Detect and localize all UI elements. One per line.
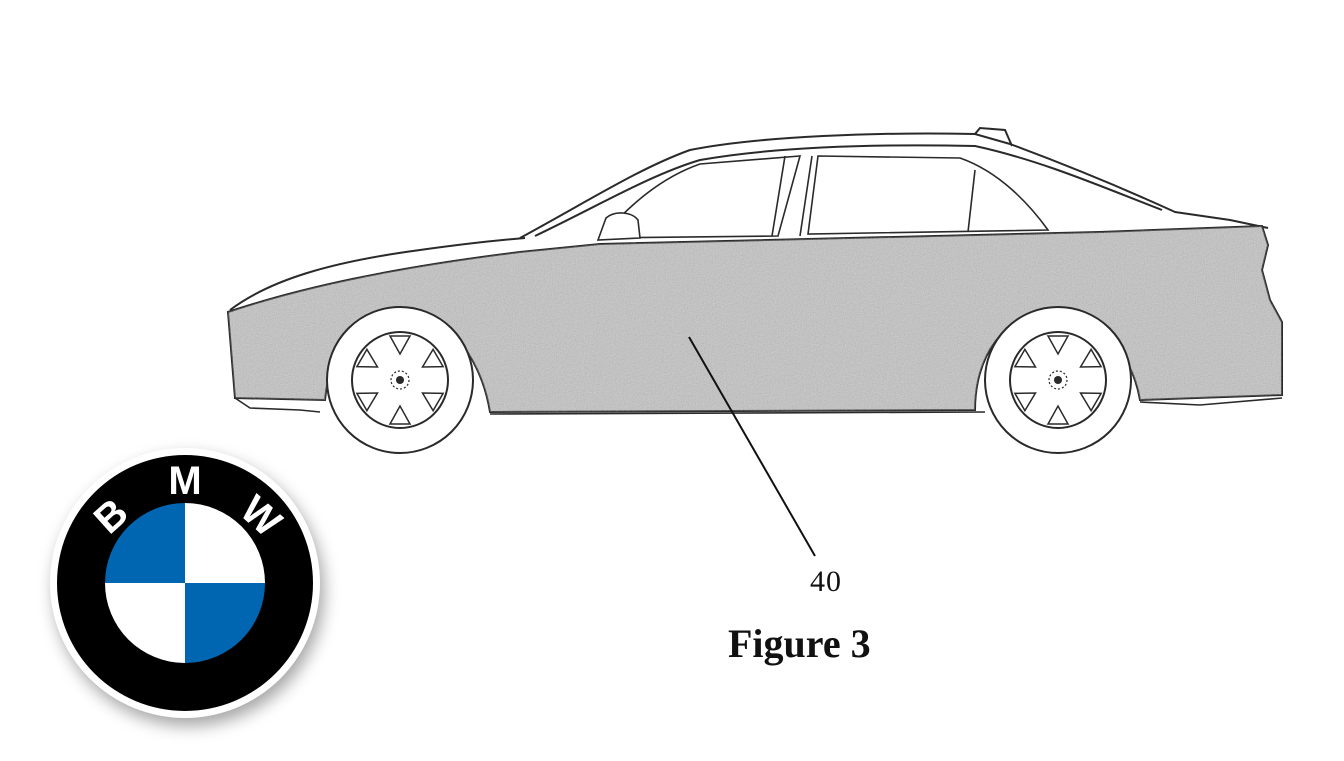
logo-letter-m: M [168, 459, 201, 503]
windows [598, 155, 1050, 239]
side-mirror [596, 212, 641, 241]
bmw-logo: B M W [50, 448, 320, 718]
reference-numeral: 40 [810, 565, 842, 598]
logo-quadrants [105, 503, 265, 663]
leader-line [688, 336, 816, 557]
rear-wheel [984, 306, 1132, 454]
hood-outline [229, 237, 526, 311]
figure-caption: Figure 3 [728, 621, 871, 666]
roof-outline [519, 126, 1269, 239]
lower-trim [234, 397, 1283, 415]
front-wheel [326, 306, 474, 454]
